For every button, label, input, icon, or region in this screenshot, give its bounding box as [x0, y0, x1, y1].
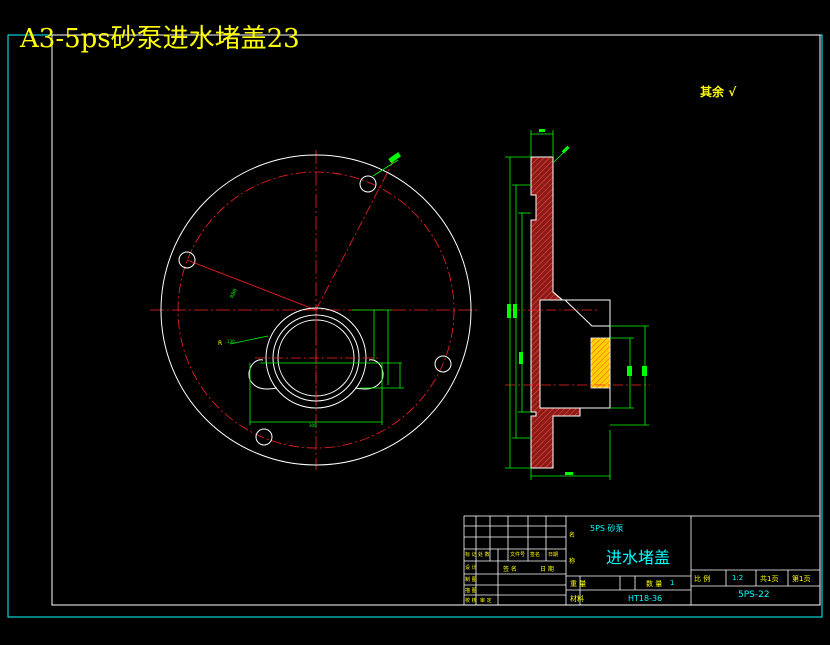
rev-label-date: 日期 — [548, 552, 559, 558]
sign-label-approve: 审 定 — [480, 598, 492, 604]
name-label-2: 称 — [569, 558, 576, 565]
weight-label: 重 量 — [570, 580, 587, 588]
sheets-total: 共1页 — [760, 575, 779, 583]
roughness-check-icon: √ — [728, 85, 737, 99]
roughness-note: 其余 √ — [700, 83, 736, 100]
sheet-inner-frame — [51, 34, 821, 606]
part-name: 进水堵盖 — [606, 548, 671, 567]
svg-text:R: R — [218, 340, 222, 347]
section-view — [505, 129, 650, 480]
sign-label-trace: 描 图 — [465, 588, 477, 594]
qty-value: 1 — [670, 579, 675, 587]
sign-label-draft: 制 图 — [465, 577, 477, 583]
qty-label: 数 量 — [646, 580, 663, 588]
material-value: HT18-36 — [628, 594, 663, 603]
svg-text:R86: R86 — [229, 288, 238, 299]
sign-label-design: 设 计 — [465, 565, 477, 571]
drawing-number: 5PS-22 — [738, 590, 770, 600]
sign-label-check: 校 核 — [465, 598, 477, 604]
rev-label-count: 处 数 — [478, 552, 490, 558]
roughness-label: 其余 — [700, 85, 725, 99]
sign-date-date: 日 期 — [540, 566, 554, 573]
svg-text:130: 130 — [227, 339, 235, 344]
sheet-number: 第1页 — [792, 575, 811, 583]
rev-label-docno: 文件号 — [510, 552, 526, 558]
scale-value: 1:2 — [732, 574, 744, 582]
rev-label-sign: 签名 — [530, 552, 541, 558]
title-block-grid — [463, 515, 821, 606]
front-view: R86 300 R 130 — [150, 150, 478, 470]
material-label: 材料 — [570, 595, 584, 603]
sheet-outer-border — [7, 34, 823, 618]
sign-date-sign: 签 名 — [503, 566, 517, 573]
drawing-title: A3-5ps砂泵进水堵盖23 — [20, 24, 300, 54]
scale-label: 比 例 — [694, 575, 711, 583]
product-name: 5PS 砂泵 — [590, 524, 624, 533]
rev-label-mark: 标 记 — [465, 552, 477, 558]
name-label: 名 — [569, 532, 576, 539]
svg-text:300: 300 — [309, 423, 317, 428]
